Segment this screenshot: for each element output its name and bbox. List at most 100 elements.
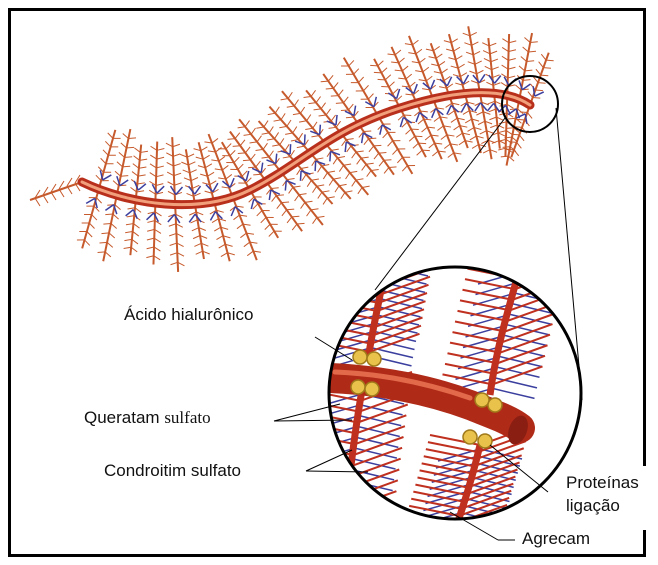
bristle-stroke [124, 239, 132, 240]
bristle-stroke [512, 134, 520, 135]
bristle-stroke [333, 178, 340, 179]
bristle-stroke [212, 219, 219, 223]
bristle-stroke [251, 199, 254, 209]
bristle-stroke [478, 121, 485, 124]
bristle-stroke [358, 77, 363, 83]
bristle-stroke [281, 202, 289, 203]
bristle-stroke [336, 115, 337, 125]
bristle-stroke [368, 94, 373, 100]
bristle-stroke [307, 210, 311, 216]
bristle-stroke [146, 256, 153, 258]
bristle-stroke [285, 181, 286, 191]
bristle-stroke [312, 186, 316, 192]
bristle-stroke [429, 143, 435, 148]
bristle-stroke [234, 157, 239, 162]
bristle-stroke [366, 163, 374, 164]
bristle-stroke [369, 146, 374, 152]
zoom-chain [330, 285, 380, 295]
bristle-stroke [240, 140, 245, 146]
bristle-stroke [321, 103, 325, 109]
bristle-stroke [147, 213, 154, 220]
bristle-stroke [240, 233, 246, 238]
bristle-stroke [272, 196, 277, 202]
bristle-stroke [329, 179, 333, 185]
bristle-stroke [417, 150, 423, 155]
bristle-stroke [356, 179, 364, 180]
bristle-stroke [354, 69, 359, 75]
bristle-stroke [147, 229, 154, 231]
bristle-stroke [338, 90, 343, 96]
bristle-stroke [501, 83, 507, 87]
bristle-stroke [248, 167, 256, 168]
bristle-stroke [523, 47, 529, 52]
bristle-stroke [480, 131, 487, 134]
bristle-stroke [362, 133, 364, 143]
bristle-stroke [354, 106, 356, 116]
bristle-stroke [115, 171, 121, 176]
bristle-stroke [395, 50, 401, 55]
bristle-stroke [346, 117, 354, 118]
bristle-stroke [331, 96, 339, 97]
bristle-stroke [257, 136, 261, 142]
bristle-stroke [441, 69, 447, 73]
bristle-stroke [533, 98, 541, 99]
bristle-stroke [339, 184, 346, 185]
bristle-stroke [174, 183, 181, 185]
bristle-stroke [316, 96, 320, 102]
bristle-stroke [147, 221, 154, 223]
bristle-stroke [214, 227, 221, 231]
bristle-stroke [256, 161, 261, 167]
bristle-stroke [458, 64, 465, 68]
bristle-stroke [219, 156, 225, 161]
bristle-stroke [363, 85, 368, 91]
bristle-stroke [247, 251, 253, 256]
bristle-stroke [476, 112, 483, 115]
bristle-stroke [219, 244, 226, 248]
bristle-stroke [290, 144, 291, 154]
bristle-stroke [508, 67, 515, 69]
bristle-stroke [237, 224, 243, 229]
zoom-chain [348, 502, 390, 512]
bristle-stroke [292, 216, 300, 217]
bristle-stroke [475, 61, 482, 64]
label-link-proteins-line2: ligação [566, 497, 620, 514]
bristle-stroke [343, 97, 348, 103]
bristle-stroke [463, 111, 470, 115]
bristle-stroke [318, 166, 322, 172]
bristle-stroke [174, 173, 181, 175]
bristle-stroke [397, 157, 402, 163]
bristle-stroke [132, 172, 138, 177]
bristle-stroke [134, 156, 140, 161]
bristle-stroke [262, 157, 270, 158]
bristle-stroke [392, 149, 397, 155]
bristle-stroke [169, 224, 176, 226]
bristle-stroke [344, 164, 352, 165]
bristle-stroke [374, 153, 379, 159]
bristle-stroke [245, 147, 250, 153]
bristle-stroke [192, 228, 199, 231]
bristle-stroke [465, 119, 472, 123]
bristle-stroke [215, 147, 221, 152]
label-keratan-sulfate: Queratam sulfato [84, 409, 211, 426]
bristle-stroke [222, 165, 228, 170]
bristle-stroke [301, 167, 308, 168]
bristle-stroke [87, 231, 92, 237]
bristle-stroke [299, 194, 307, 195]
bristle-stroke [477, 70, 484, 73]
bristle-stroke [287, 120, 291, 126]
bristle-stroke [295, 195, 299, 201]
zoom-chain [333, 268, 383, 278]
zoom-chain [309, 481, 351, 493]
bristle-stroke [244, 242, 250, 247]
bristle-stroke [313, 122, 317, 128]
zoom-chain [336, 252, 386, 262]
bristle-stroke [274, 120, 281, 121]
bristle-stroke [245, 121, 249, 127]
bristle-stroke [280, 138, 284, 144]
bristle-stroke [506, 149, 514, 150]
bristle-stroke [304, 96, 312, 97]
bristle-stroke [300, 107, 304, 113]
bristle-stroke [326, 109, 330, 115]
bristle-stroke [100, 242, 108, 243]
bristle-stroke [315, 161, 316, 171]
